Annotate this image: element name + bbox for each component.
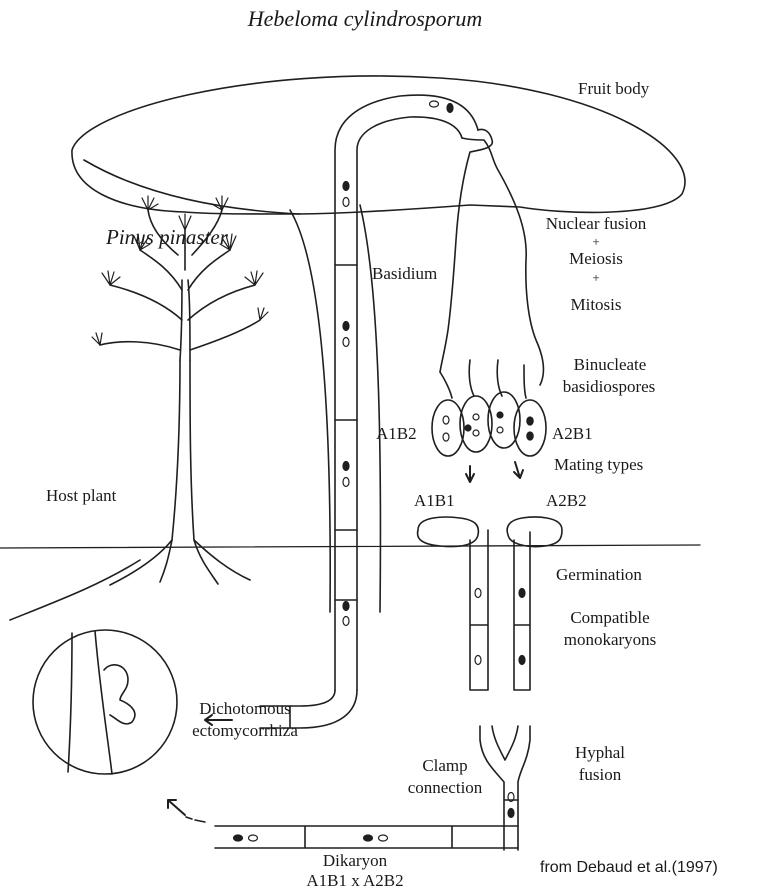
label-ectomycorrhiza: ectomycorrhiza	[175, 722, 315, 740]
spore-2	[460, 396, 492, 452]
label-pinus-pinaster: Pinus pinaster	[106, 226, 228, 248]
label-fruit-body: Fruit body	[578, 80, 649, 98]
label-dichotomous: Dichotomous	[180, 700, 310, 718]
label-plus-2: +	[531, 271, 661, 285]
label-a2b1: A2B1	[552, 425, 593, 443]
label-monokaryons: monokaryons	[550, 631, 670, 649]
label-plus-1: +	[531, 235, 661, 249]
label-hyphal: Hyphal	[560, 744, 640, 762]
label-a2b2: A2B2	[546, 492, 587, 510]
label-compatible: Compatible	[550, 609, 670, 627]
label-dikaryon: Dikaryon	[290, 852, 420, 870]
label-binucleate: Binucleate	[560, 356, 660, 374]
label-mating-types: Mating types	[554, 456, 643, 474]
label-basidium: Basidium	[372, 265, 437, 283]
diagram-title: Hebeloma cylindrosporum	[200, 7, 530, 30]
label-a1b2: A1B2	[376, 425, 417, 443]
germinating-spore-a2b2	[507, 517, 562, 547]
label-nuclear-fusion: Nuclear fusion	[531, 215, 661, 233]
label-fusion: fusion	[560, 766, 640, 784]
label-mitosis: Mitosis	[531, 296, 661, 314]
soil-line	[0, 545, 700, 548]
spore-a1b2	[432, 400, 464, 456]
label-a1b1: A1B1	[414, 492, 455, 510]
label-dikaryon-cross: A1B1 x A2B2	[285, 872, 425, 890]
label-meiosis: Meiosis	[531, 250, 661, 268]
label-basidiospores: basidiospores	[550, 378, 668, 396]
fruit-body-stipe	[290, 210, 330, 612]
root-magnified	[33, 630, 177, 774]
label-connection: connection	[395, 779, 495, 797]
citation-text: from Debaud et al.(1997)	[540, 860, 718, 877]
label-germination: Germination	[556, 566, 642, 584]
tree-trunk	[172, 360, 194, 540]
label-host-plant: Host plant	[46, 487, 116, 505]
label-clamp: Clamp	[400, 757, 490, 775]
